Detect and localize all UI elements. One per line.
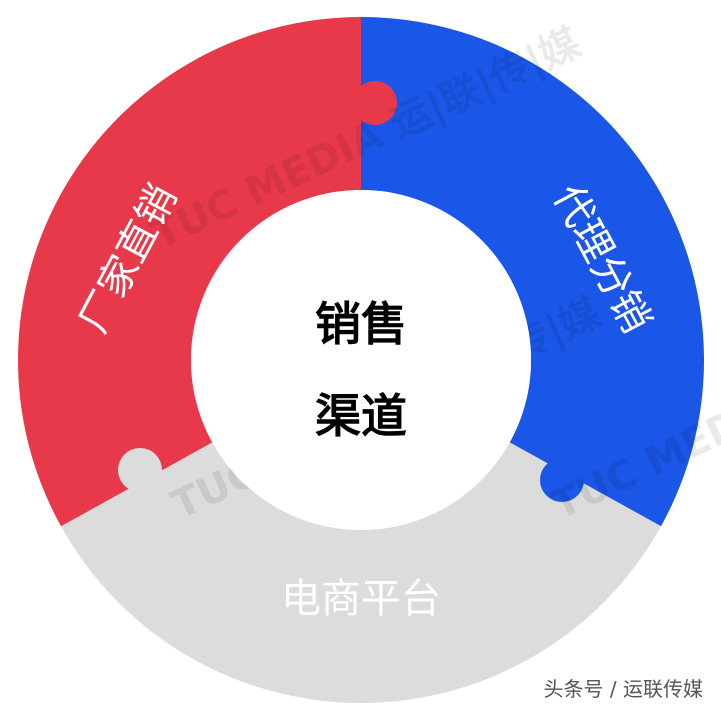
segment-agent (361, 17, 705, 527)
puzzle-knob (353, 81, 397, 125)
puzzle-knob (118, 448, 162, 492)
center-title-line1: 销售 (315, 297, 407, 351)
puzzle-knob (540, 458, 584, 502)
segment-direct (17, 17, 362, 527)
segment-label-ecommerce: 电商平台 (281, 576, 441, 622)
segment-ecommerce (61, 442, 661, 703)
center-title-line2: 渠道 (315, 389, 407, 443)
center-circle (191, 190, 531, 530)
footer-source: 头条号 / 运联传媒 (543, 677, 703, 701)
